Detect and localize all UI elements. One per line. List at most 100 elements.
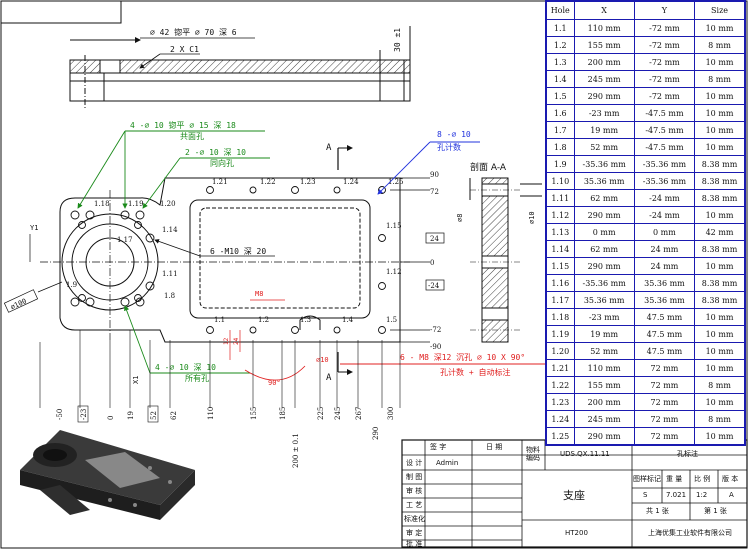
tb-material-code: 物料 编码 xyxy=(526,446,540,463)
x-dim: 62 xyxy=(170,411,178,420)
table-cell: 8.38 mm xyxy=(694,172,746,190)
table-cell: 19 mm xyxy=(573,325,635,343)
table-cell: 8.38 mm xyxy=(694,240,746,258)
table-cell: 47.5 mm xyxy=(633,308,696,326)
green-callout-1: 4 -∅ 10 锪平 ∅ 15 深 18 xyxy=(130,120,236,130)
y-dim: 72 xyxy=(430,188,439,196)
blue-callout-b: 孔计数 xyxy=(437,142,461,152)
table-cell: 110 mm xyxy=(573,19,635,37)
svg-text:12: 12 xyxy=(223,337,230,345)
table-cell: 47.5 mm xyxy=(633,342,696,360)
table-cell: 10 mm xyxy=(694,121,746,139)
table-cell: 1.9 xyxy=(545,155,575,173)
hole-label: 1.4 xyxy=(342,316,354,324)
table-cell: 52 mm xyxy=(573,138,635,156)
section-label: 剖面 A-A xyxy=(470,161,507,173)
hole-label: 1.12 xyxy=(386,268,402,276)
table-cell: 10 mm xyxy=(694,138,746,156)
table-cell: -47.5 mm xyxy=(633,104,696,122)
dia10-red: ∅10 xyxy=(316,356,329,364)
tb-code-value: UDS.QX.11.11 xyxy=(560,450,610,458)
table-cell: 8.38 mm xyxy=(694,155,746,173)
hole-label: 1.9 xyxy=(66,281,77,289)
tb-ratio-value: 1:2 xyxy=(696,491,708,499)
hole-label: 1.25 xyxy=(388,178,404,186)
table-cell: 72 mm xyxy=(633,427,696,446)
top-callout: ∅ 42 锪平 ∅ 70 深 6 xyxy=(150,27,237,37)
title-block xyxy=(401,439,748,548)
y-dim: 0 xyxy=(430,259,434,267)
y-dim: -72 xyxy=(430,326,441,334)
table-cell: 1.24 xyxy=(545,410,575,428)
section-mark-bot: A xyxy=(326,373,332,383)
table-cell: -72 mm xyxy=(633,36,696,54)
table-cell: -72 mm xyxy=(633,19,696,37)
hole-label: 1.15 xyxy=(386,222,402,230)
table-header-row: Hole X Y Size xyxy=(545,0,746,20)
table-cell: 1.13 xyxy=(545,223,575,241)
green-callout-2: 2 -∅ 10 深 10 xyxy=(185,148,246,157)
table-cell: 1.5 xyxy=(545,87,575,105)
hole-label: 1.24 xyxy=(343,178,359,186)
hole-label: 1.14 xyxy=(162,226,178,234)
table-cell: -72 mm xyxy=(633,70,696,88)
table-cell: 155 mm xyxy=(573,36,635,54)
table-cell: 35.36 mm xyxy=(573,172,635,190)
table-cell: 1.4 xyxy=(545,70,575,88)
table-cell: 1.20 xyxy=(545,342,575,360)
table-cell: 200 mm xyxy=(573,53,635,71)
tb-material: HT200 xyxy=(565,529,588,537)
table-cell: 52 mm xyxy=(573,342,635,360)
tb-process-label: 工 艺 xyxy=(406,501,423,509)
section-mark-top: A xyxy=(326,143,332,153)
hole-label: 1.19 xyxy=(128,200,144,208)
table-cell: 10 mm xyxy=(694,206,746,224)
table-cell: -35.36 mm xyxy=(573,274,635,292)
table-cell: 35.36 mm xyxy=(633,291,696,309)
x-dim: 52 xyxy=(150,411,158,420)
table-cell: -47.5 mm xyxy=(633,121,696,139)
hole-label: 1.21 xyxy=(212,178,228,186)
table-cell: 1.10 xyxy=(545,172,575,190)
x-dim: 300 xyxy=(387,407,395,420)
tb-part-name: 支座 xyxy=(563,489,585,502)
column-header: Size xyxy=(694,0,746,20)
table-cell: -47.5 mm xyxy=(633,138,696,156)
table-cell: 35.36 mm xyxy=(573,291,635,309)
y1-label: Y1 xyxy=(30,224,38,232)
x-dim: 19 xyxy=(127,411,135,420)
hole-label: 1.22 xyxy=(260,178,276,186)
hole-label: 1.2 xyxy=(258,316,269,324)
x-dim: 225 xyxy=(317,407,325,420)
table-cell: 72 mm xyxy=(633,359,696,377)
table-cell: 24 mm xyxy=(633,240,696,258)
red-callout-b: 孔计数 + 自动标注 xyxy=(440,367,510,377)
table-cell: 35.36 mm xyxy=(633,274,696,292)
table-cell: 1.2 xyxy=(545,36,575,54)
dim-minus-24: -24 xyxy=(428,282,440,290)
hole-label: 1.18 xyxy=(94,200,110,208)
table-cell: 8 mm xyxy=(694,376,746,394)
x-dim: 155 xyxy=(250,407,258,420)
m8-label: M8 xyxy=(255,290,263,298)
table-cell: 1.6 xyxy=(545,104,575,122)
table-cell: 290 mm xyxy=(573,257,635,275)
table-cell: 1.15 xyxy=(545,257,575,275)
table-cell: 0 mm xyxy=(633,223,696,241)
table-cell: 10 mm xyxy=(694,19,746,37)
table-cell: 245 mm xyxy=(573,70,635,88)
table-cell: -72 mm xyxy=(633,53,696,71)
table-cell: 110 mm xyxy=(573,359,635,377)
table-cell: 8.38 mm xyxy=(694,189,746,207)
table-cell: 1.19 xyxy=(545,325,575,343)
x-dim: 290 xyxy=(372,427,380,440)
